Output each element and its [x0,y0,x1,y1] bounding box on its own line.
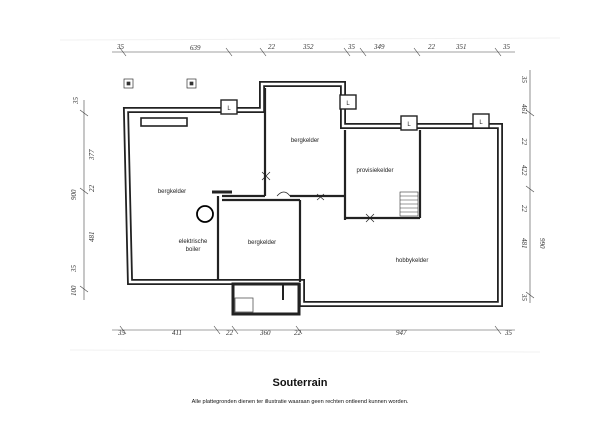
room-label-bergkelder-top: bergkelder [291,138,319,144]
dim-left-1: 35 [72,97,80,106]
dim-top-1: 35 [116,43,125,51]
light-marker-3: L [407,122,411,128]
room-label-provisiekelder: provisiekelder [356,168,393,174]
light-marker-4: L [479,120,483,126]
dim-left-7: 100 [70,285,78,296]
dim-left-4: 900 [70,189,78,200]
dim-top-5: 35 [347,43,356,51]
dim-bottom-2: 411 [172,329,182,337]
dim-top-8: 351 [455,43,467,51]
dimension-lines [79,47,535,335]
dim-top-6: 349 [373,43,385,51]
room-label-boiler-line1: elektrische [179,239,208,245]
dim-top-7: 22 [428,43,436,51]
dim-right-8: 990 [538,238,546,249]
light-marker-1: L [227,106,231,112]
boiler-marker [196,205,214,223]
room-label-hobbykelder: hobbykelder [396,258,429,264]
dim-left-2: 377 [88,149,96,161]
dim-bottom-6: 947 [396,329,407,337]
dim-right-5: 22 [520,205,528,213]
dim-right-3: 22 [520,138,528,146]
dim-right-4: 422 [520,165,528,176]
dim-left-6: 35 [70,265,78,274]
dim-top-2: 639 [190,44,201,52]
dim-right-2: 461 [520,104,528,115]
walls [122,81,503,316]
dim-bottom-3: 22 [226,329,234,337]
dim-bottom-4: 360 [259,329,271,337]
dim-bottom-5: 22 [294,329,302,337]
dim-left-3: 22 [88,185,96,193]
room-label-bergkelder-left: bergkelder [158,189,186,195]
dim-top-4: 352 [302,43,314,51]
dim-left-5: 481 [88,232,96,243]
disclaimer-text: Alle plattegronden dienen ter illustrati… [191,399,409,405]
page-title: Souterrain [272,377,328,389]
dim-right-1: 35 [520,75,528,84]
room-label-bergkelder-middle: bergkelder [248,240,276,246]
light-markers: L L L L [220,94,490,131]
room-label-boiler-line2: boiler [186,247,201,253]
dim-bottom-1: 35 [117,329,126,337]
dim-top-3: 22 [268,43,276,51]
dim-top-9: 35 [502,43,511,51]
dim-right-7: 35 [520,293,528,302]
paper-background [59,37,561,353]
dim-right-6: 481 [520,238,528,249]
dim-bottom-7: 35 [504,329,513,337]
light-marker-2: L [346,101,350,107]
legend-symbols [123,78,197,89]
